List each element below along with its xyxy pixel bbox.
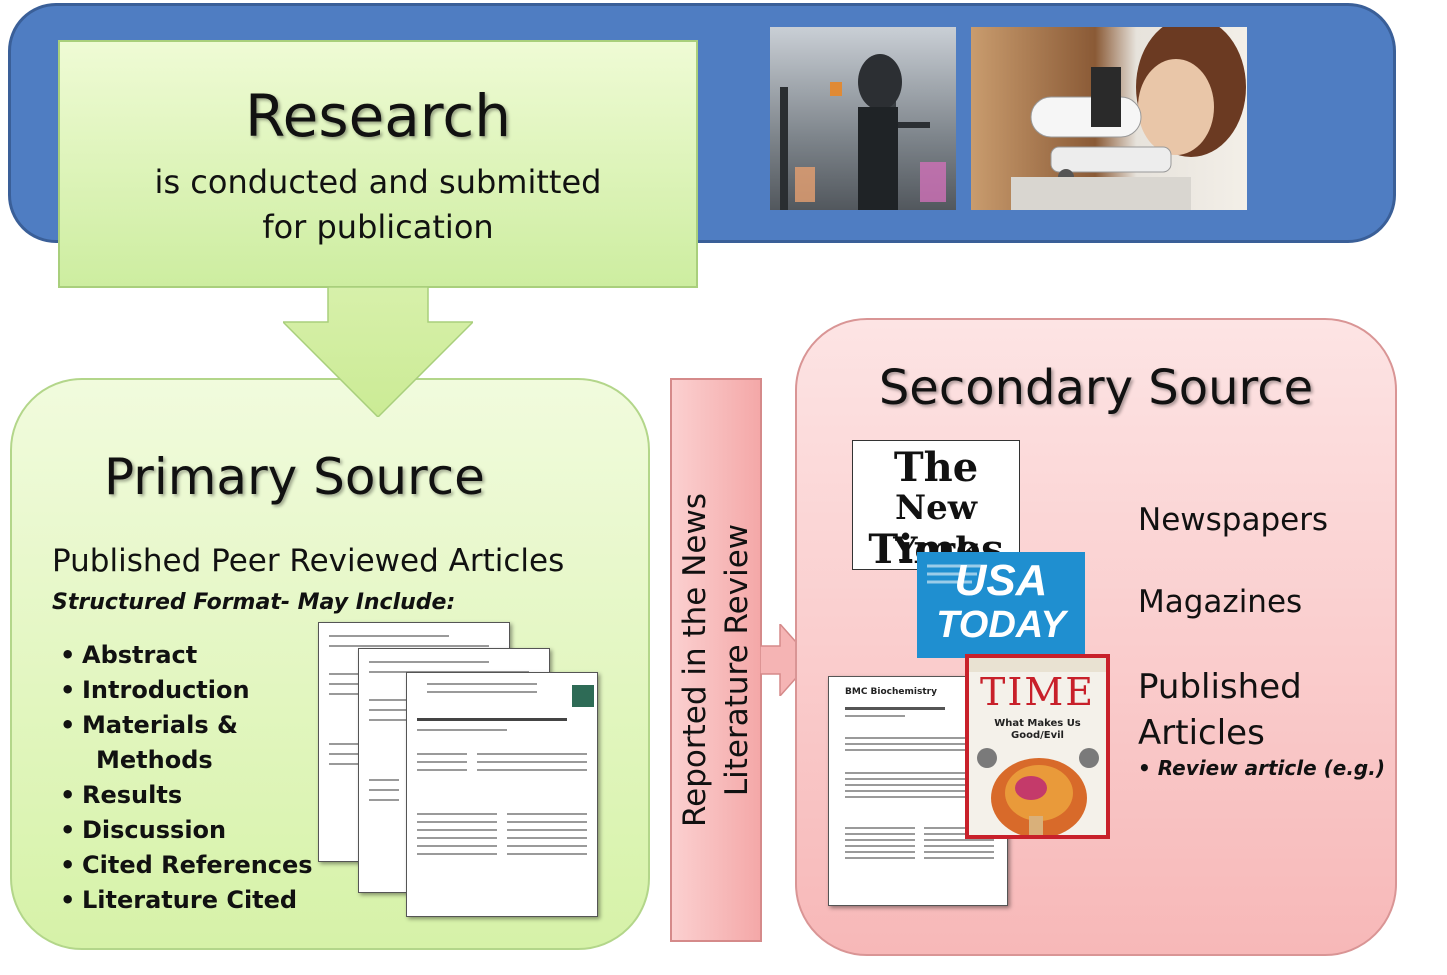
- news-label-line1: Reported in the News: [677, 493, 713, 827]
- article-thumbnail: [406, 672, 598, 917]
- time-magazine-cover: TIME What Makes Us Good/Evil: [965, 654, 1110, 839]
- research-subtitle: is conducted and submitted for publicati…: [60, 160, 696, 250]
- time-logo: TIME: [979, 670, 1095, 714]
- primary-structure-list: •Abstract •Introduction •Materials &Meth…: [60, 638, 313, 918]
- microscope-photo: [971, 27, 1247, 210]
- research-subtitle-line1: is conducted and submitted: [154, 163, 602, 201]
- list-item: •Abstract: [60, 641, 198, 669]
- list-item: •Cited References: [60, 851, 313, 879]
- research-subtitle-line2: for publication: [262, 208, 494, 246]
- reported-in-news-bar: [670, 378, 762, 942]
- review-article-label: • Review article (e.g.): [1138, 756, 1385, 780]
- news-label-line2: Literature Review: [719, 523, 755, 797]
- nyt-logo: The New York Times: [852, 440, 1020, 570]
- down-arrow: [283, 287, 473, 417]
- published-articles-label: Published Articles: [1138, 667, 1302, 753]
- magazines-label: Magazines: [1138, 584, 1303, 620]
- primary-heading: Published Peer Reviewed Articles: [52, 543, 565, 579]
- list-item: •Discussion: [60, 816, 227, 844]
- primary-subheading: Structured Format- May Include:: [52, 590, 456, 615]
- list-item: •Literature Cited: [60, 886, 298, 914]
- usa-today-logo: USA TODAY: [917, 552, 1085, 658]
- research-box: Research is conducted and submitted for …: [58, 40, 698, 288]
- list-item: •Materials &Methods: [60, 711, 238, 774]
- list-item: •Results: [60, 781, 183, 809]
- newspapers-label: Newspapers: [1138, 502, 1329, 538]
- research-title: Research: [244, 82, 512, 150]
- primary-title: Primary Source: [104, 448, 485, 506]
- list-item: •Introduction: [60, 676, 250, 704]
- secondary-title: Secondary Source: [878, 360, 1314, 416]
- time-cover-line1: What Makes Us: [994, 718, 1081, 729]
- lab-photo: [770, 27, 956, 210]
- brain-illustration: [977, 748, 1099, 835]
- time-cover-line2: Good/Evil: [1011, 730, 1064, 741]
